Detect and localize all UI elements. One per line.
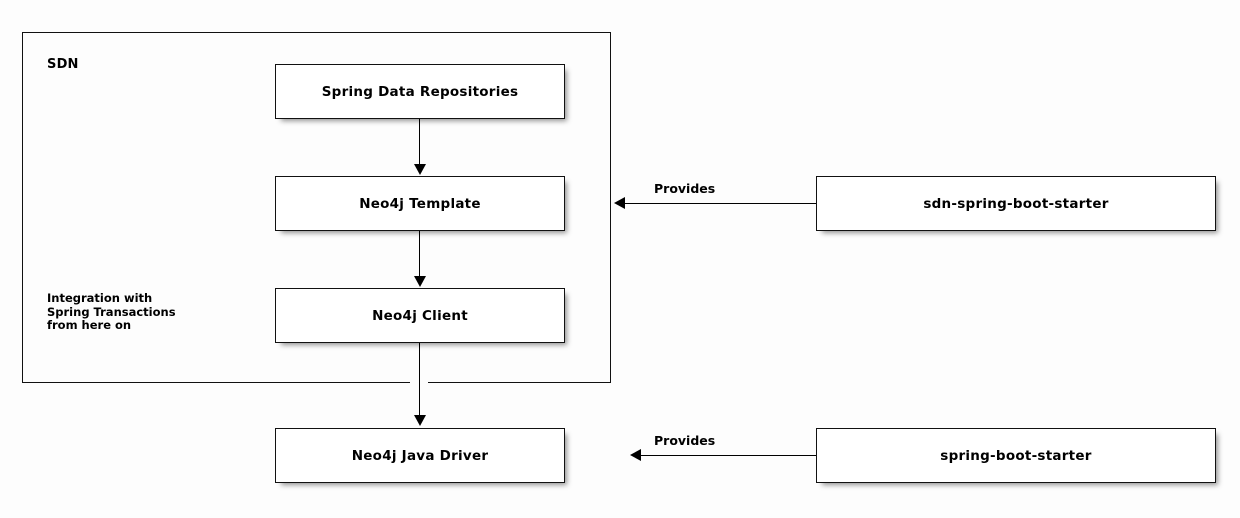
- node-spring-data-repositories[interactable]: Spring Data Repositories: [275, 64, 565, 119]
- node-spring-boot-starter[interactable]: spring-boot-starter: [816, 428, 1216, 483]
- transaction-integration-note: Integration with Spring Transactions fro…: [47, 291, 176, 333]
- connector-provides-bottom: [641, 455, 816, 456]
- node-spring-data-repositories-label: Spring Data Repositories: [321, 83, 519, 100]
- node-neo4j-template[interactable]: Neo4j Template: [275, 176, 565, 231]
- node-spring-boot-starter-label: spring-boot-starter: [940, 447, 1092, 464]
- arrowhead-template-to-client: [413, 276, 426, 287]
- edge-label-provides-top: Provides: [654, 181, 716, 196]
- node-neo4j-client[interactable]: Neo4j Client: [275, 288, 565, 343]
- note-line-1: Integration with: [47, 291, 153, 305]
- arrowhead-provides-top: [614, 197, 625, 210]
- sdn-group-label: SDN: [47, 57, 79, 72]
- connector-repositories-to-template: [419, 119, 420, 165]
- node-neo4j-java-driver-label: Neo4j Java Driver: [351, 447, 489, 464]
- connector-client-to-driver: [419, 343, 420, 416]
- arrowhead-provides-bottom: [630, 449, 641, 462]
- node-neo4j-java-driver[interactable]: Neo4j Java Driver: [275, 428, 565, 483]
- node-neo4j-client-label: Neo4j Client: [372, 307, 468, 324]
- sdn-group-container: [22, 32, 611, 383]
- arrowhead-repositories-to-template: [413, 164, 426, 175]
- note-line-3: from here on: [47, 318, 132, 332]
- node-sdn-spring-boot-starter[interactable]: sdn-spring-boot-starter: [816, 176, 1216, 231]
- edge-label-provides-bottom: Provides: [654, 433, 716, 448]
- note-line-2: Spring Transactions: [47, 304, 176, 319]
- connector-provides-top: [625, 203, 816, 204]
- arrowhead-client-to-driver: [413, 415, 426, 426]
- node-sdn-spring-boot-starter-label: sdn-spring-boot-starter: [923, 195, 1109, 212]
- connector-template-to-client: [419, 231, 420, 277]
- node-neo4j-template-label: Neo4j Template: [359, 195, 481, 212]
